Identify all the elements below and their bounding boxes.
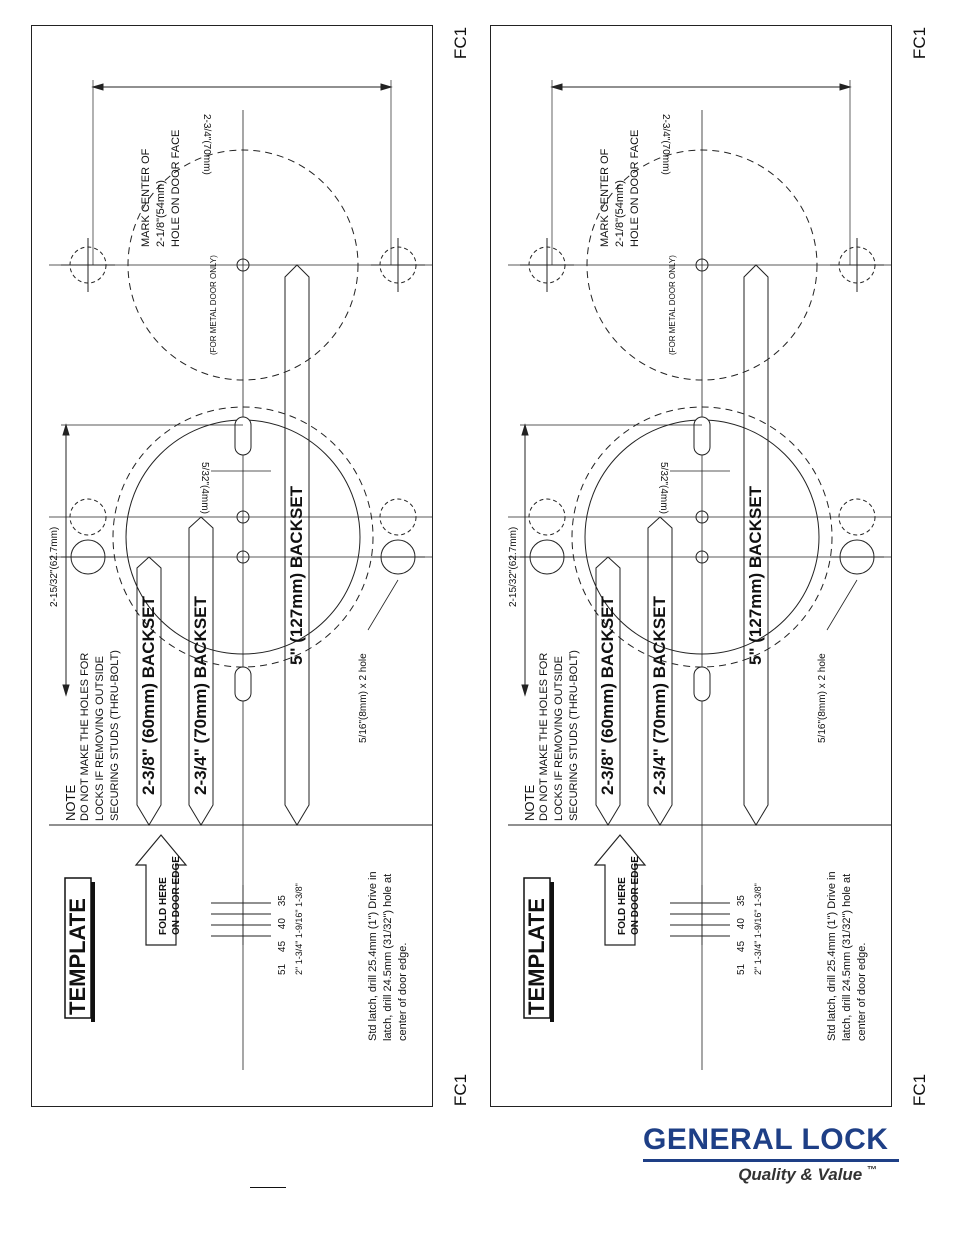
drill-note-line-1: Std latch, drill 25.4mm (1") Drive in (826, 871, 838, 1041)
short-rule (250, 1187, 286, 1188)
fold-here-line-2: ON DOOR EDGE (630, 856, 641, 935)
scale-51: 51 (736, 963, 747, 975)
hole-label: 5/16"(8mm) x 2 hole (358, 653, 369, 743)
template-panel-left: FC1 FC1 TEMPLATE FOLD HERE ON DOOR EDGE … (31, 25, 477, 1107)
drill-note: Std latch, drill 25.4mm (1") Drive in la… (366, 871, 411, 1041)
metal-door-note: (FOR METAL DOOR ONLY) (209, 255, 218, 355)
scale-51: 51 (277, 963, 288, 975)
scale-metric: 51 45 40 35 (277, 895, 288, 975)
corner-code-top: FC1 (451, 26, 471, 60)
fold-here-label: FOLD HERE ON DOOR EDGE (616, 856, 642, 935)
scale-40: 40 (736, 918, 747, 930)
dim-62-7mm: 2-15/32"(62.7mm) (508, 526, 519, 607)
scale-40: 40 (277, 918, 288, 930)
template-title: TEMPLATE (524, 898, 549, 1015)
brand-name: GENERAL LOCK (643, 1123, 889, 1156)
fold-here-line-1: FOLD HERE (158, 877, 169, 935)
scale-35: 35 (736, 895, 747, 907)
template-drawing (490, 25, 892, 1107)
note-line-3: SECURING STUDS (THRU-BOLT) (568, 650, 580, 821)
note-heading: NOTE (63, 784, 78, 821)
backset-127: 5" (127mm) BACKSET (287, 485, 306, 665)
dim-4mm: 5/32"(4mm) (199, 462, 210, 514)
scale-45: 45 (277, 940, 288, 953)
hole-label: 5/16"(8mm) x 2 hole (817, 653, 828, 743)
mark-center-line-1: MARK CENTER OF (599, 148, 611, 247)
mark-center-line-1: MARK CENTER OF (140, 148, 152, 247)
drill-note-line-3: center of door edge. (856, 942, 868, 1041)
dim-70mm: 2-3/4"(70mm) (201, 114, 212, 175)
mark-center-note: MARK CENTER OF 2-1/8"(54mm) HOLE ON DOOR… (598, 130, 643, 247)
drill-note-line-3: center of door edge. (397, 942, 409, 1041)
backset-60: 2-3/8" (60mm) BACKSET (598, 596, 617, 795)
note-heading: NOTE (522, 784, 537, 821)
general-lock-logo: GENERAL LOCK Quality & Value ™ (643, 1123, 899, 1185)
fold-here-line-2: ON DOOR EDGE (171, 856, 182, 935)
drill-note-line-2: latch, drill 24.5mm (31/32") hole at (841, 873, 853, 1041)
drill-note-line-1: Std latch, drill 25.4mm (1") Drive in (367, 871, 379, 1041)
backset-70: 2-3/4" (70mm) BACKSET (650, 596, 669, 795)
template-drawing (31, 25, 433, 1107)
template-title: TEMPLATE (65, 898, 90, 1015)
trademark-symbol: ™ (867, 1165, 877, 1176)
backset-70: 2-3/4" (70mm) BACKSET (191, 596, 210, 795)
dim-62-7mm: 2-15/32"(62.7mm) (49, 526, 60, 607)
scale-45: 45 (736, 940, 747, 953)
metal-door-note: (FOR METAL DOOR ONLY) (668, 255, 677, 355)
brand-tagline: Quality & Value (738, 1165, 863, 1184)
dim-4mm: 5/32"(4mm) (658, 462, 669, 514)
drill-note: Std latch, drill 25.4mm (1") Drive in la… (825, 871, 870, 1041)
note-line-2: LOCKS IF REMOVING OUTSIDE (94, 655, 106, 821)
note-line-1: DO NOT MAKE THE HOLES FOR (538, 652, 550, 821)
note-block: NOTE DO NOT MAKE THE HOLES FOR LOCKS IF … (522, 650, 582, 821)
scale-inch: 2" 1-3/4" 1-9/16" 1-3/8" (753, 883, 763, 975)
fold-here-label: FOLD HERE ON DOOR EDGE (157, 856, 183, 935)
corner-code-bottom: FC1 (910, 1073, 930, 1107)
scale-35: 35 (277, 895, 288, 907)
brand-tagline-row: Quality & Value ™ (643, 1165, 899, 1185)
backset-60: 2-3/8" (60mm) BACKSET (139, 596, 158, 795)
dim-70mm: 2-3/4"(70mm) (660, 114, 671, 175)
note-line-3: SECURING STUDS (THRU-BOLT) (109, 650, 121, 821)
mark-center-line-3: HOLE ON DOOR FACE (170, 129, 182, 247)
mark-center-note: MARK CENTER OF 2-1/8"(54mm) HOLE ON DOOR… (139, 130, 184, 247)
mark-center-line-3: HOLE ON DOOR FACE (629, 129, 641, 247)
template-panel-right: FC1 FC1 TEMPLATE FOLD HERE ON DOOR EDGE … (490, 25, 936, 1107)
note-block: NOTE DO NOT MAKE THE HOLES FOR LOCKS IF … (63, 650, 123, 821)
backset-127: 5" (127mm) BACKSET (746, 485, 765, 665)
drill-note-line-2: latch, drill 24.5mm (31/32") hole at (382, 873, 394, 1041)
corner-code-top: FC1 (910, 26, 930, 60)
note-line-2: LOCKS IF REMOVING OUTSIDE (553, 655, 565, 821)
fold-here-line-1: FOLD HERE (617, 877, 628, 935)
scale-inch: 2" 1-3/4" 1-9/16" 1-3/8" (294, 883, 304, 975)
mark-center-line-2: 2-1/8"(54mm) (155, 180, 167, 247)
scale-metric: 51 45 40 35 (736, 895, 747, 975)
note-line-1: DO NOT MAKE THE HOLES FOR (79, 652, 91, 821)
brand-underline (643, 1159, 899, 1162)
corner-code-bottom: FC1 (451, 1073, 471, 1107)
mark-center-line-2: 2-1/8"(54mm) (614, 180, 626, 247)
